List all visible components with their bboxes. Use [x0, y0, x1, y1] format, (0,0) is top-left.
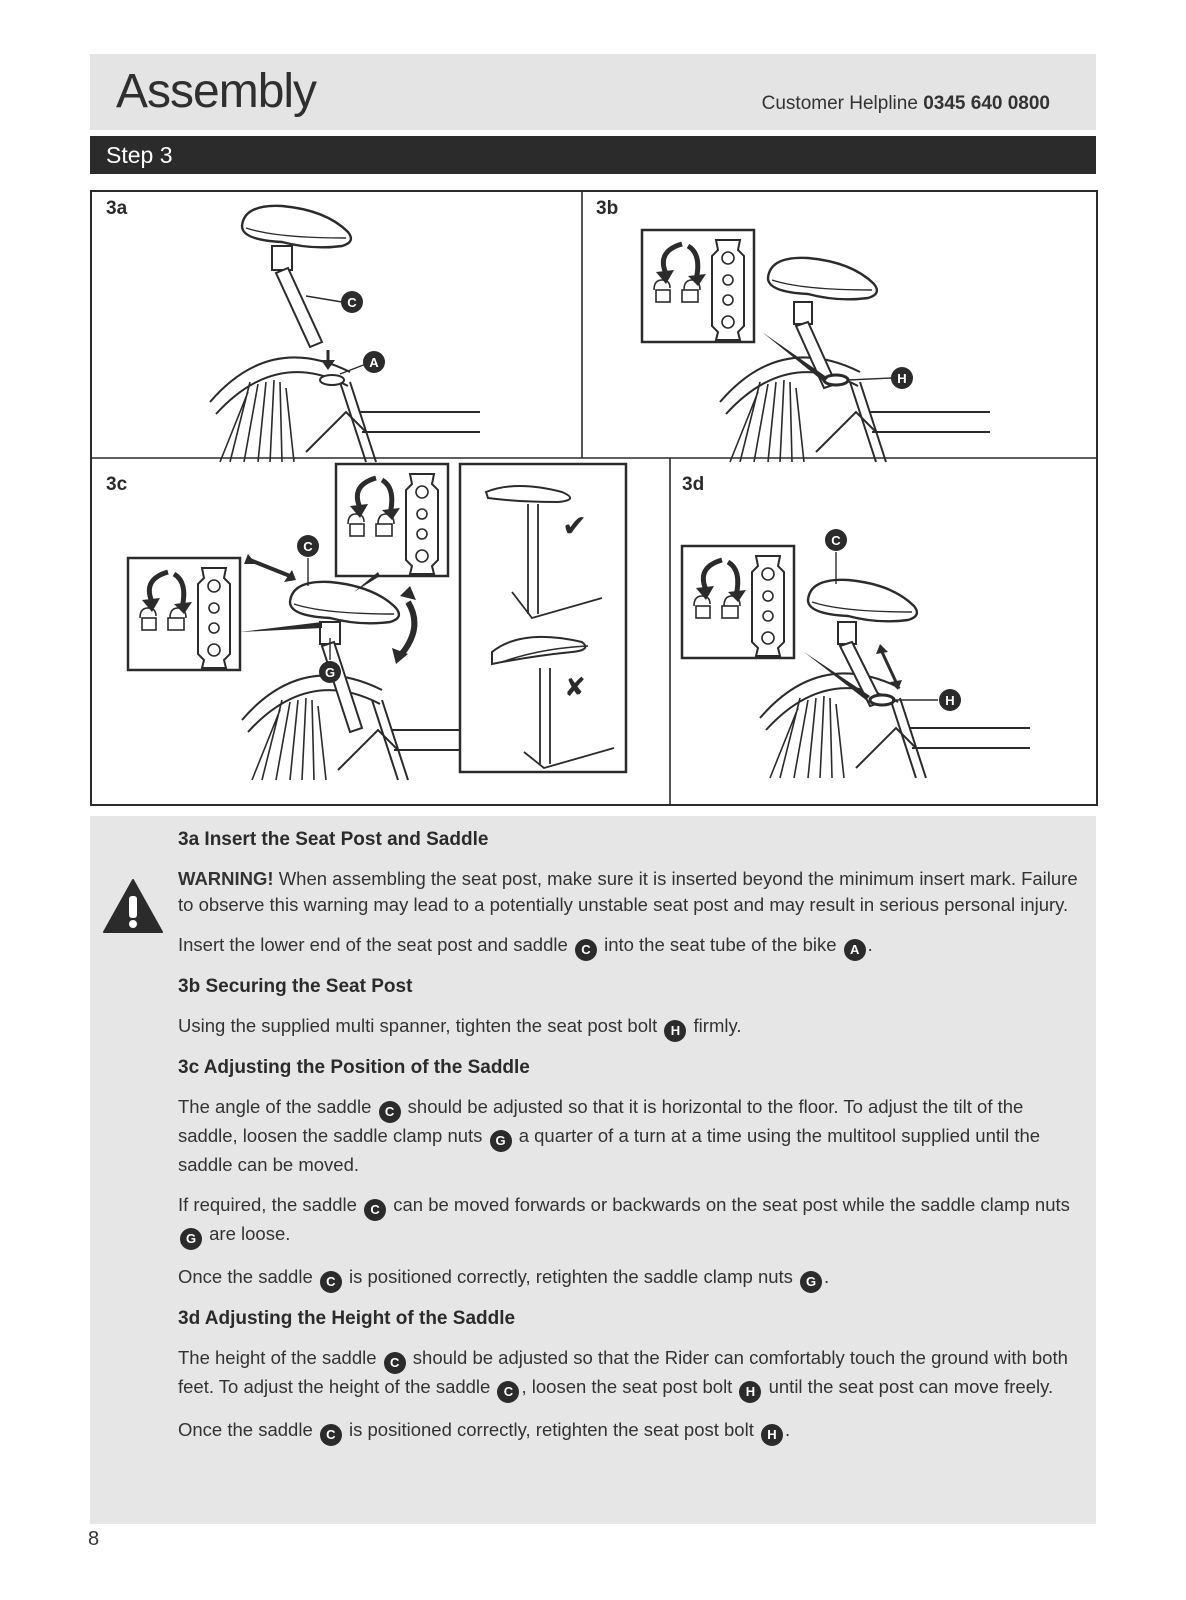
text-run: a quarter of a turn at a time using the …	[178, 1125, 1041, 1175]
section-3d-title: 3d Adjusting the Height of the Saddle	[178, 1308, 516, 1329]
part-badge-c: C	[378, 1101, 401, 1123]
callout-h-3b-label: H	[897, 371, 906, 386]
panel-label-3a: 3a	[106, 198, 128, 219]
part-badge-c: C	[364, 1199, 387, 1221]
step-bar: Step 3	[90, 136, 1096, 174]
warning-label: WARNING!	[178, 868, 274, 889]
assembly-illustration: ✔ ✘ C A H	[92, 192, 1096, 804]
text-run: .	[784, 1419, 791, 1440]
text-run: Using the supplied multi spanner, tighte…	[178, 1015, 663, 1036]
text-run: until the seat post can move freely.	[763, 1376, 1054, 1397]
section-3a-title: 3a Insert the Seat Post and Saddle	[178, 829, 489, 850]
section-3b-title: 3b Securing the Seat Post	[178, 976, 413, 997]
callout-c-3a: C	[305, 291, 363, 313]
text-run: into the seat tube of the bike	[598, 934, 842, 955]
panel-3a-illustration	[209, 204, 481, 463]
callout-c-3d-label: C	[831, 533, 841, 548]
callout-c-3d: C	[825, 529, 847, 584]
part-badge-g: G	[180, 1228, 202, 1250]
page-title: Assembly	[116, 65, 317, 118]
warning-text: When assembling the seat post, make sure…	[178, 868, 1078, 915]
callout-c-3c: C	[297, 535, 319, 586]
text-run: is positioned correctly, retighten the s…	[343, 1419, 759, 1440]
part-badge-h: H	[664, 1020, 687, 1042]
section-3c-paragraph-2: If required, the saddle C can be moved f…	[178, 1192, 1078, 1250]
part-badge-h: H	[739, 1381, 762, 1403]
step-label: Step 3	[106, 142, 173, 168]
callout-h-3d: H	[892, 689, 961, 711]
panel-label-3c: 3c	[106, 474, 128, 495]
part-badge-c: C	[497, 1381, 520, 1403]
text-run: is positioned correctly, retighten the s…	[343, 1266, 799, 1287]
section-3c-paragraph-1: The angle of the saddle C should be adju…	[178, 1094, 1078, 1178]
text-run: .	[867, 934, 873, 955]
page-header: Assembly Customer Helpline 0345 640 0800	[90, 54, 1096, 130]
customer-helpline: Customer Helpline 0345 640 0800	[762, 93, 1050, 115]
text-run: .	[824, 1266, 830, 1287]
section-3d-paragraph-2: Once the saddle C is positioned correctl…	[178, 1417, 1078, 1446]
part-badge-c: C	[319, 1271, 342, 1293]
section-3c-paragraph-3: Once the saddle C is positioned correctl…	[178, 1264, 1078, 1293]
text-run: Insert the lower end of the seat post an…	[178, 934, 573, 955]
callout-c-3a-label: C	[347, 295, 357, 310]
text-run: are loose.	[204, 1223, 291, 1244]
panel-label-3d: 3d	[682, 474, 705, 495]
part-badge-c: C	[319, 1424, 342, 1446]
section-3a-paragraph: Insert the lower end of the seat post an…	[178, 932, 1078, 961]
warning-icon	[103, 879, 163, 933]
section-3c-title: 3c Adjusting the Position of the Saddle	[178, 1057, 530, 1078]
helpline-label: Customer Helpline	[761, 93, 918, 114]
callout-h-3d-label: H	[945, 693, 954, 708]
text-run: If required, the saddle	[178, 1194, 363, 1215]
text-run: Once the saddle	[178, 1266, 318, 1287]
instructions-panel: 3a Insert the Seat Post and Saddle WARNI…	[90, 816, 1096, 1524]
incorrect-mark: ✘	[564, 673, 586, 703]
section-3b-paragraph: Using the supplied multi spanner, tighte…	[178, 1013, 1078, 1042]
assembly-figure: ✔ ✘ C A H	[90, 190, 1098, 806]
page-number: 8	[88, 1528, 100, 1550]
text-run: Once the saddle	[178, 1419, 318, 1440]
warning-paragraph: WARNING! When assembling the seat post, …	[178, 866, 1078, 918]
correct-mark: ✔	[562, 509, 587, 544]
part-badge-c: C	[383, 1352, 406, 1374]
part-badge-g: G	[800, 1271, 823, 1293]
callout-a-3a: A	[339, 351, 385, 375]
part-badge-c: C	[574, 939, 597, 961]
panel-3c-illustration	[128, 464, 628, 781]
callout-h-3b: H	[847, 367, 913, 389]
callout-a-3a-label: A	[369, 355, 379, 370]
text-run: The height of the saddle	[178, 1347, 382, 1368]
text-run: The angle of the saddle	[178, 1096, 377, 1117]
text-run: firmly.	[688, 1015, 742, 1036]
panel-3b-illustration	[642, 230, 991, 463]
text-run: should be adjusted so that it is horizon…	[178, 1096, 1024, 1146]
panel-label-3b: 3b	[596, 198, 619, 219]
text-run: can be moved forwards or backwards on th…	[388, 1194, 1070, 1215]
callout-g-3c-label: G	[325, 665, 335, 680]
part-badge-g: G	[489, 1130, 512, 1152]
panel-3d-illustration	[682, 546, 1031, 779]
callout-g-3c: G	[319, 638, 341, 683]
text-run: , loosen the seat post bolt	[521, 1376, 738, 1397]
part-badge-a: A	[843, 939, 866, 961]
text-run: should be adjusted so that the Rider can…	[178, 1347, 1068, 1397]
helpline-number: 0345 640 0800	[923, 93, 1050, 114]
section-3d-paragraph-1: The height of the saddle C should be adj…	[178, 1345, 1078, 1403]
instructions-content: 3a Insert the Seat Post and Saddle WARNI…	[178, 828, 1078, 1460]
callout-c-3c-label: C	[303, 539, 313, 554]
part-badge-h: H	[760, 1424, 783, 1446]
